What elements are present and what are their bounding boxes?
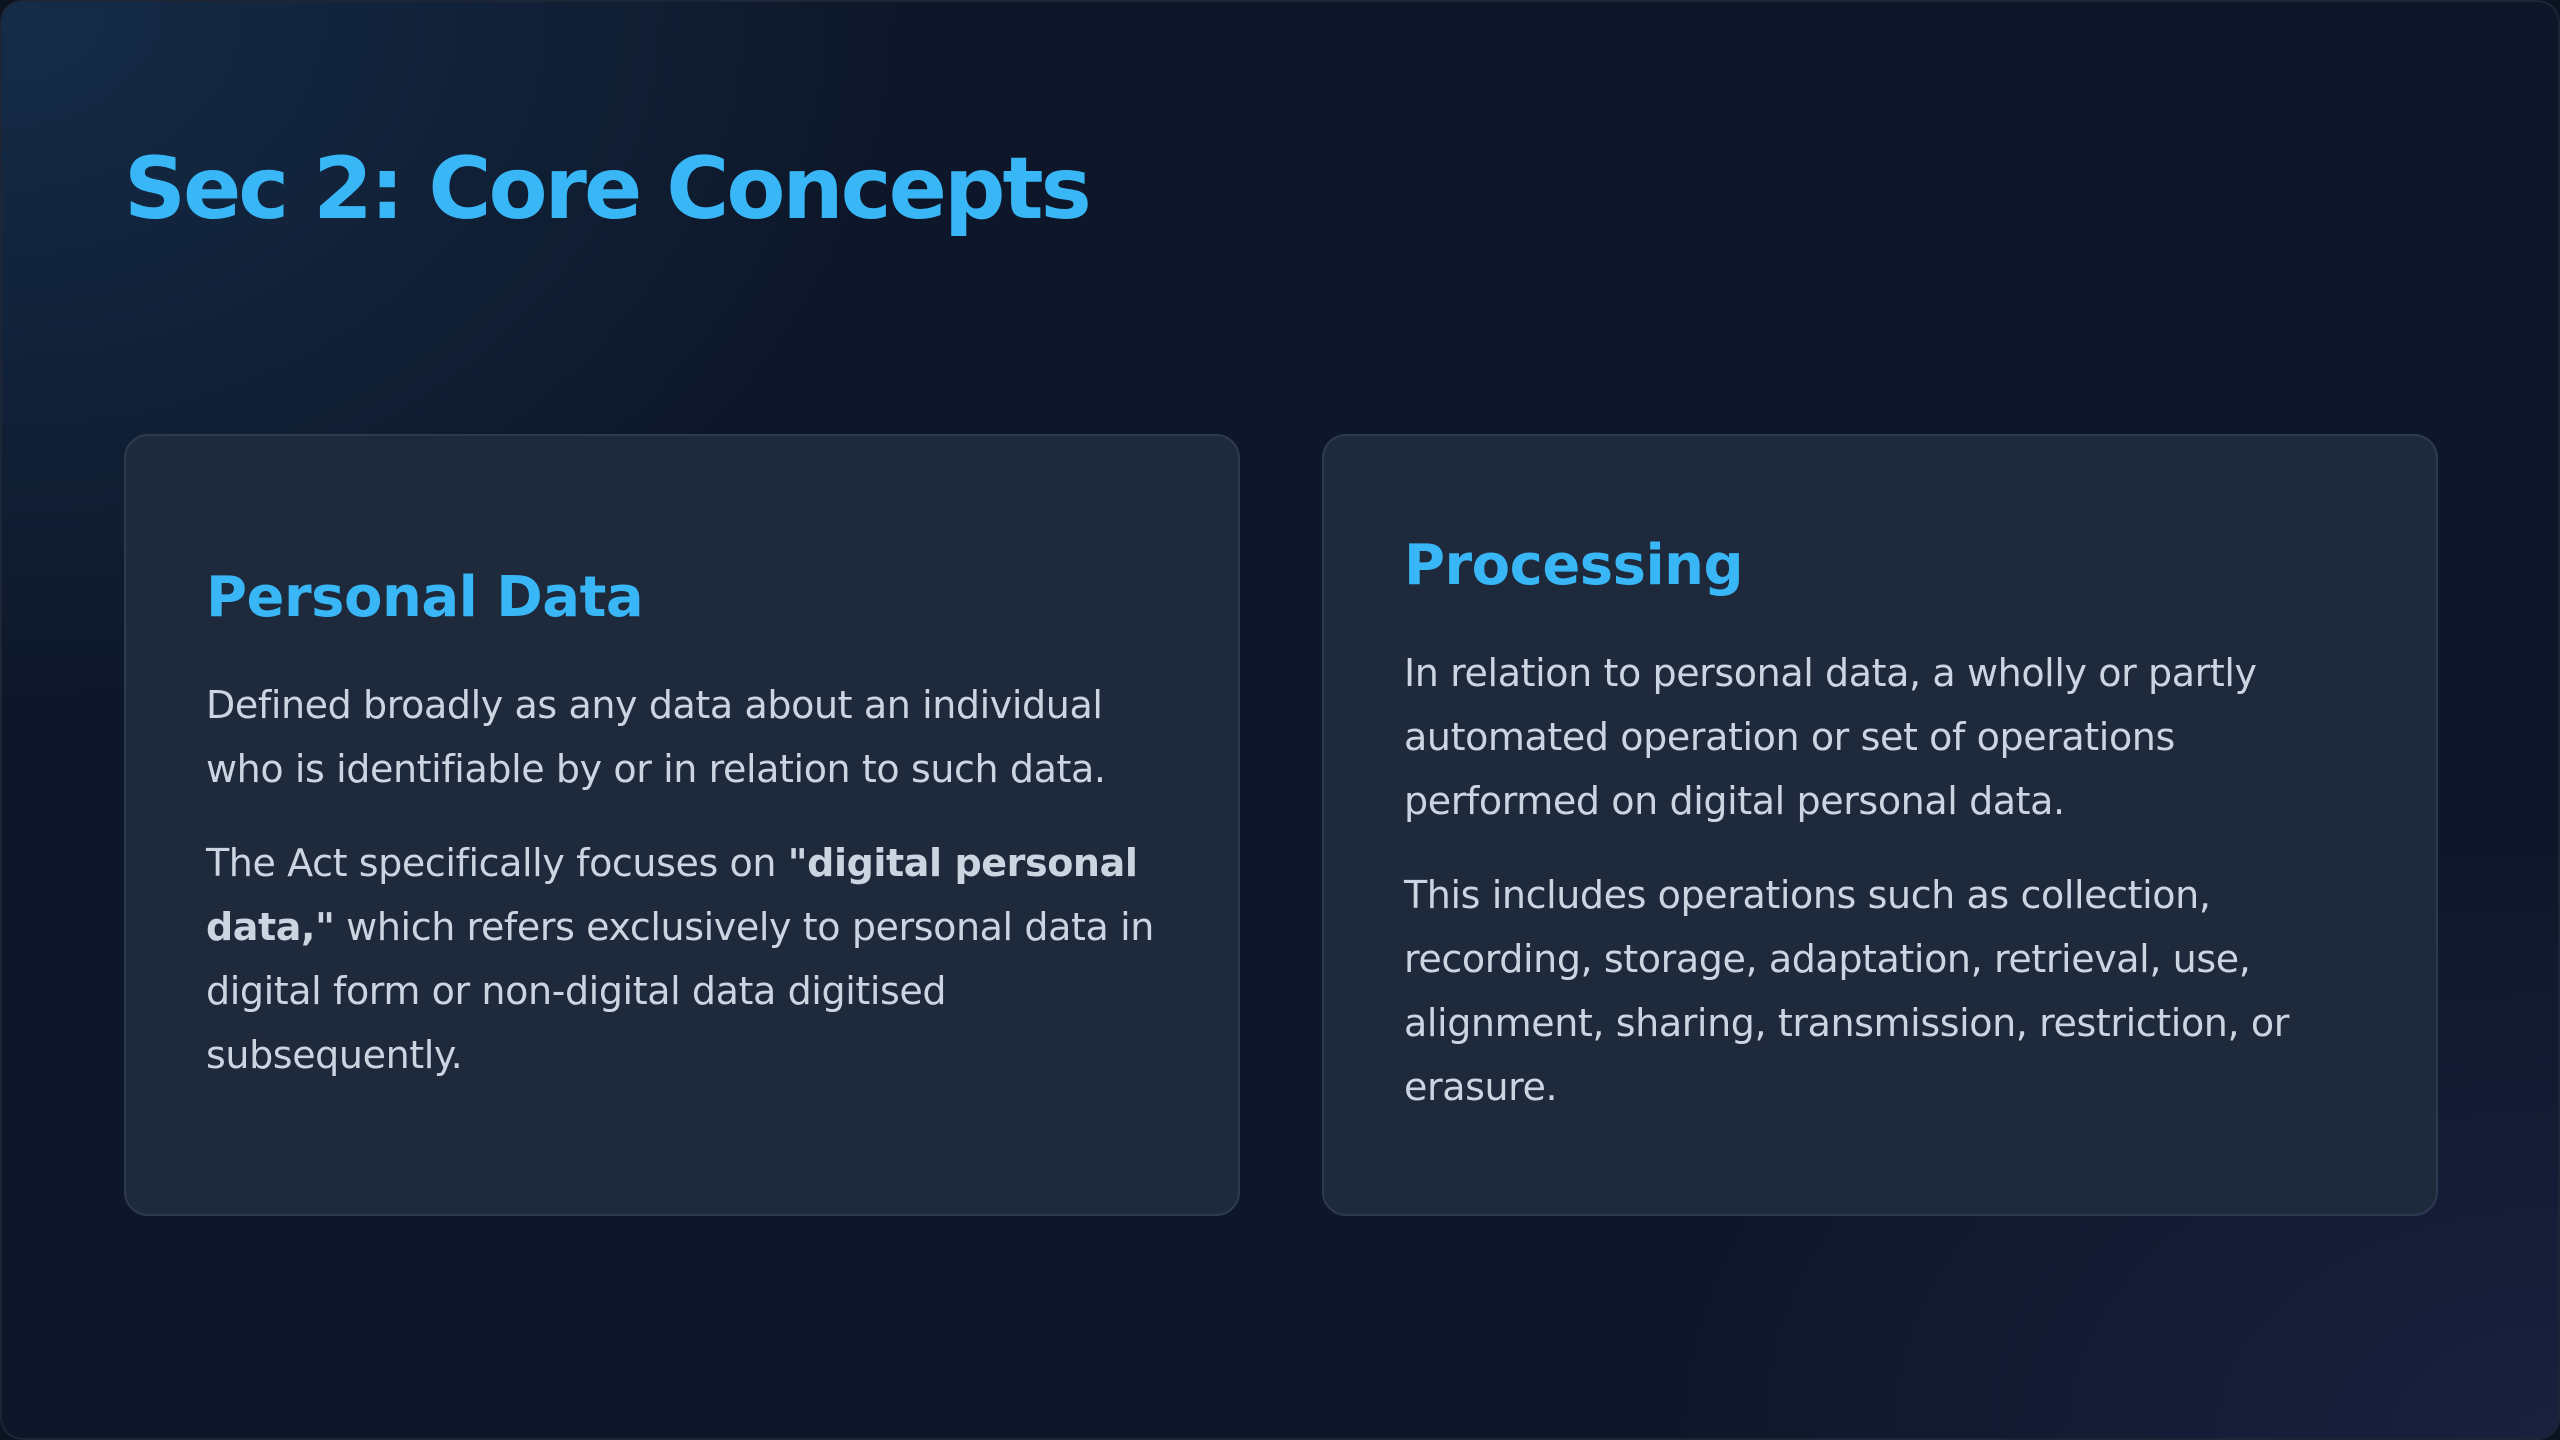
card-personal-data: Personal Data Defined broadly as any dat…	[124, 434, 1240, 1216]
card-paragraph: This includes operations such as collect…	[1404, 873, 2289, 1109]
slide-title: Sec 2: Core Concepts	[124, 139, 1092, 239]
card-paragraph: In relation to personal data, a wholly o…	[1404, 651, 2257, 823]
paragraph-text: The Act specifically focuses on	[206, 841, 788, 885]
paragraph-text: which refers exclusively to personal dat…	[206, 905, 1154, 1077]
card-paragraph: The Act specifically focuses on "digital…	[206, 831, 1158, 1087]
card-heading: Processing	[1404, 533, 1744, 598]
card-paragraph: Defined broadly as any data about an ind…	[206, 683, 1106, 791]
card-processing: Processing In relation to personal data,…	[1322, 434, 2438, 1216]
emphasized-term: "digital personal data,"	[206, 841, 1138, 949]
card-heading: Personal Data	[206, 565, 644, 630]
